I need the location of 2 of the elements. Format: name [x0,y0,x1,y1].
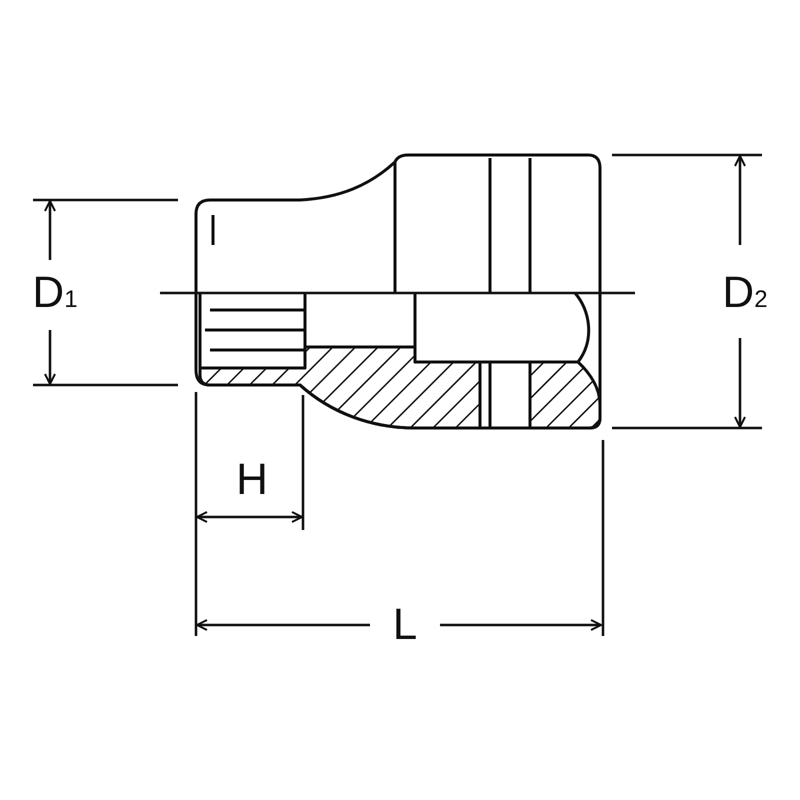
dimension-label: H [236,458,268,502]
dimension-label: L [392,603,418,647]
